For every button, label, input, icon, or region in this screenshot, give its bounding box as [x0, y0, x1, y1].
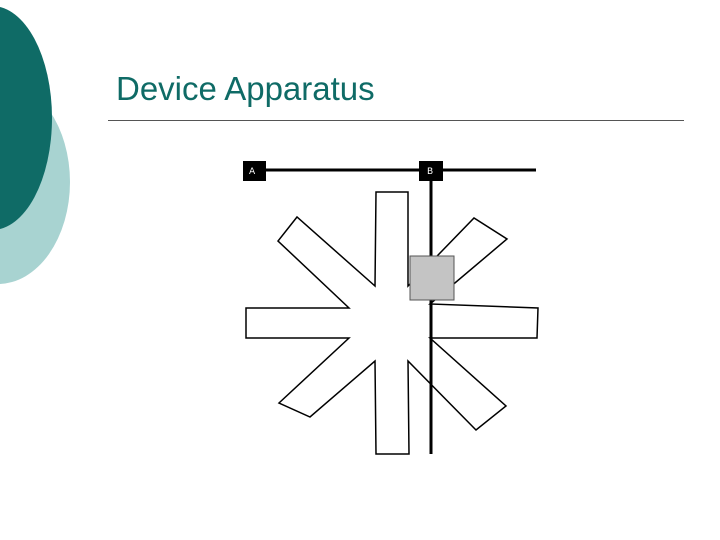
corner-decoration: [0, 7, 70, 284]
label-b-text: B: [427, 167, 433, 177]
label-a-box: [243, 161, 266, 181]
maze-outline: [245, 191, 539, 455]
label-a: A: [243, 161, 266, 181]
device-box: [409, 255, 455, 301]
title-divider: [108, 120, 684, 121]
decor-dark-circle: [0, 7, 52, 229]
label-b: B: [419, 161, 443, 181]
slide-title: Device Apparatus: [116, 70, 375, 107]
label-a-text: A: [249, 167, 256, 177]
label-b-box: [419, 161, 443, 181]
